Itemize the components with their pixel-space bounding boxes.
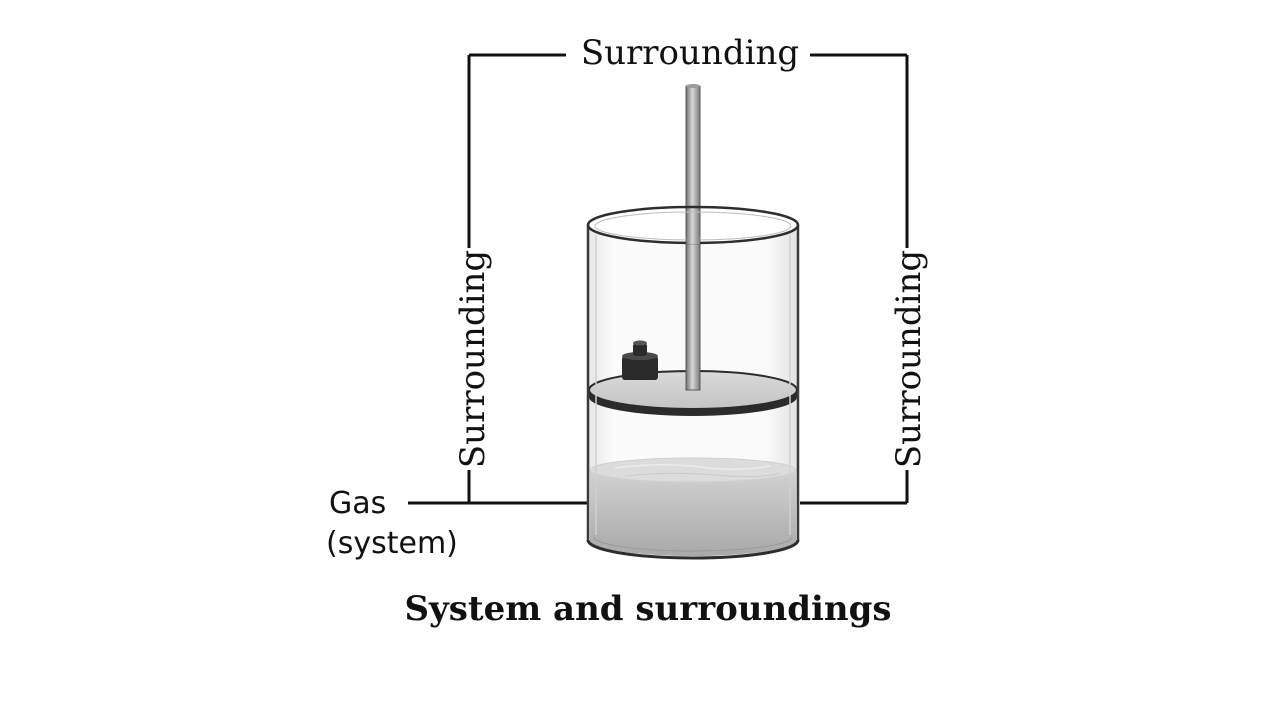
weight	[622, 340, 658, 380]
weight-body	[622, 356, 658, 380]
gas-ripple-2	[624, 472, 781, 478]
piston-rim	[589, 390, 797, 416]
boundary-frame	[408, 53, 909, 505]
gas-region	[590, 470, 796, 556]
surrounding-label-right: Surrounding	[889, 250, 929, 468]
gas-label-line1: Gas	[329, 486, 386, 521]
piston-rod-front	[686, 236, 700, 244]
surrounding-label-left: Surrounding	[453, 250, 493, 468]
gas-ripple-1	[614, 464, 771, 471]
gas-label-line2: (system)	[326, 526, 458, 561]
gas-surface	[589, 457, 797, 483]
piston-rod-top	[686, 84, 700, 88]
diagram-caption: System and surroundings	[404, 589, 891, 629]
cylinder-inner-bottom	[593, 536, 793, 552]
surrounding-label-top: Surrounding	[581, 33, 799, 73]
weight-knob-top	[633, 340, 647, 346]
weight-knob	[633, 343, 647, 356]
cylinder-bottom-edge	[586, 539, 800, 560]
cylinder	[586, 84, 800, 560]
